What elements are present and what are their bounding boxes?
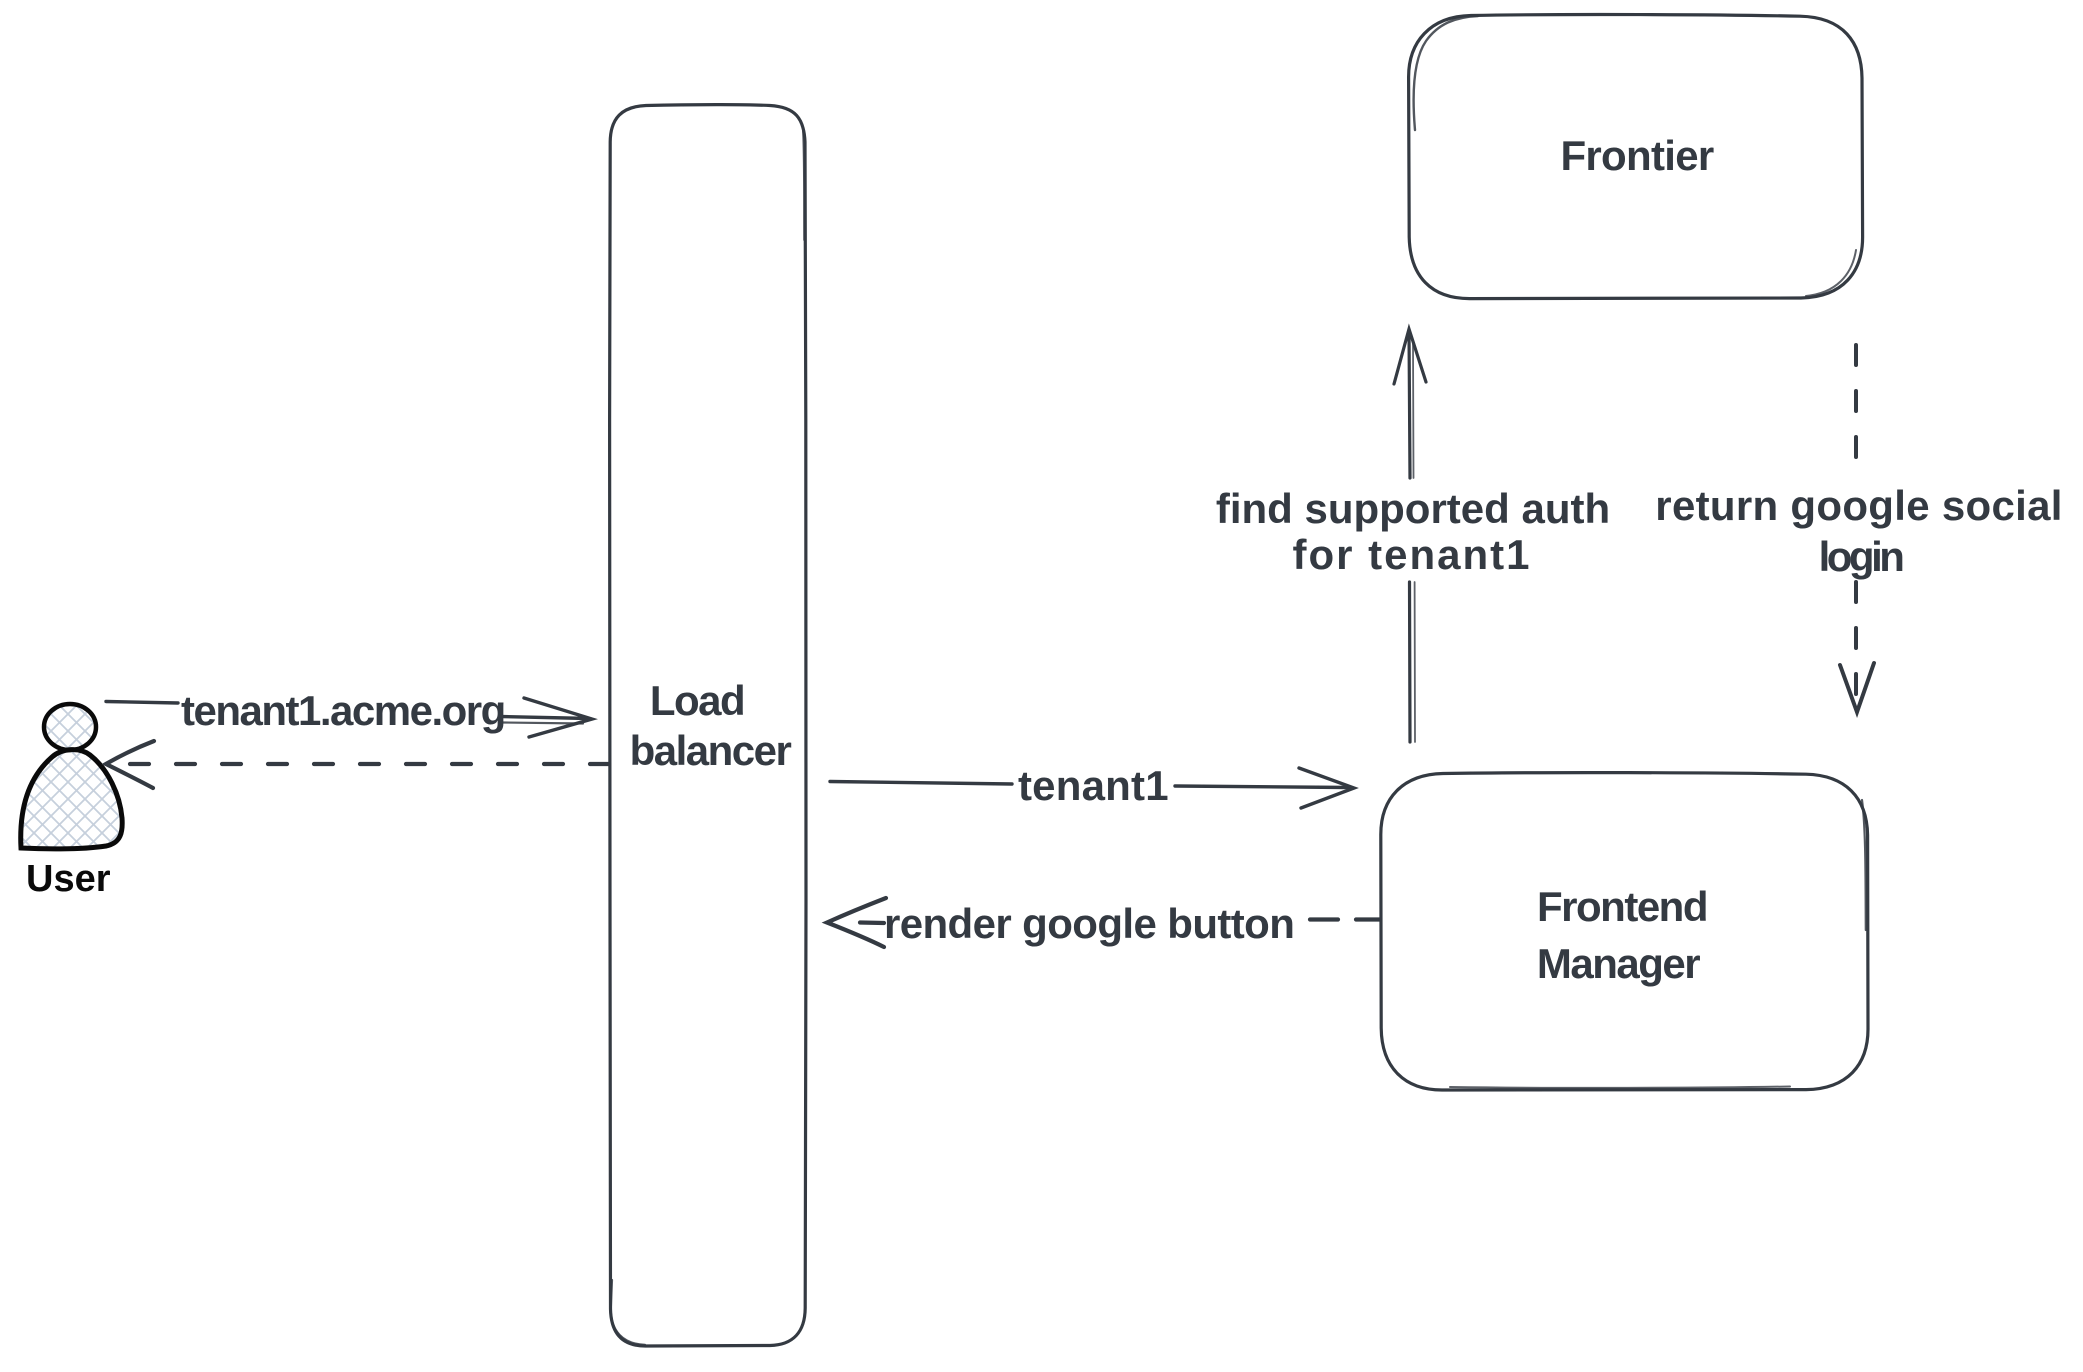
svg-text:tenant1: tenant1 [1018, 762, 1169, 809]
svg-text:find supported auth: find supported auth [1216, 485, 1610, 532]
svg-text:render google button: render google button [884, 900, 1294, 947]
svg-text:login: login [1819, 533, 1904, 580]
svg-text:Frontend: Frontend [1537, 883, 1707, 930]
svg-text:Manager: Manager [1537, 940, 1700, 987]
svg-text:User: User [26, 858, 111, 900]
svg-text:for tenant1: for tenant1 [1292, 531, 1531, 578]
svg-text:Frontier: Frontier [1560, 132, 1713, 179]
svg-text:tenant1.acme.org: tenant1.acme.org [181, 687, 505, 734]
svg-text:balancer: balancer [630, 727, 792, 774]
svg-text:return google social: return google social [1655, 482, 2062, 529]
svg-text:Load: Load [650, 677, 744, 724]
